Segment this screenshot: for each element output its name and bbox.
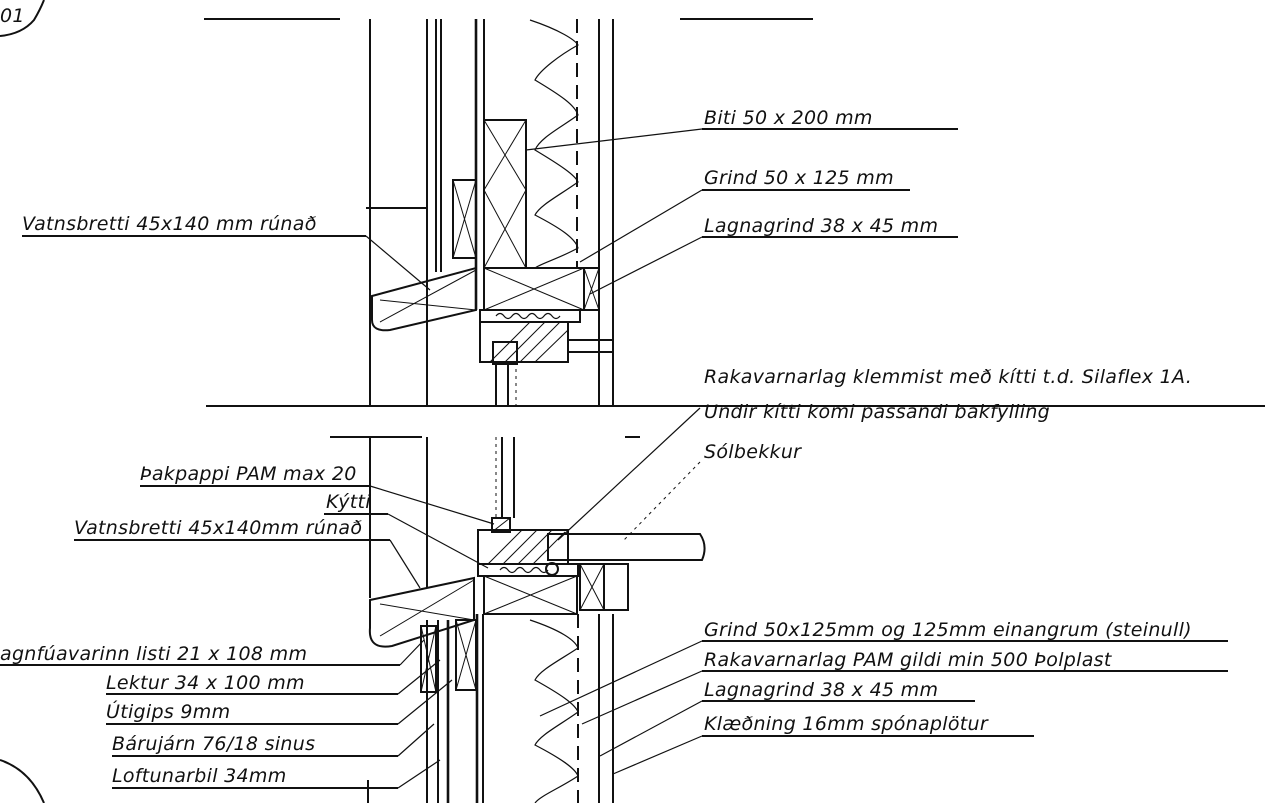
label-lektur: Lektur 34 x 100 mm [106, 672, 305, 694]
label-utigips: Útigips 9mm [106, 699, 230, 723]
label-kytti: Kýtti [326, 491, 371, 513]
label-rakavarnarlag-pam: Rakavarnarlag PAM gildi min 500 Þolplast [704, 649, 1113, 671]
annotation-labels: Biti 50 x 200 mm Grind 50 x 125 mm Lagna… [0, 107, 1192, 787]
label-vatnsbretti-lower: Vatnsbretti 45x140mm rúnað [74, 517, 362, 539]
label-biti: Biti 50 x 200 mm [704, 107, 873, 129]
detail-number: 01 [0, 5, 25, 27]
label-rakavarnarlag-line1: Rakavarnarlag klemmist með kítti t.d. Si… [704, 366, 1192, 388]
leader-lines [0, 128, 1228, 789]
label-barujarn: Bárujárn 76/18 sinus [112, 733, 315, 755]
label-lagnagrind-upper: Lagnagrind 38 x 45 mm [704, 215, 938, 237]
section-bubble-arc [0, 759, 45, 803]
detail-number-bubble: 01 [0, 0, 45, 37]
label-vatnsbretti-upper: Vatnsbretti 45x140 mm rúnað [22, 213, 317, 235]
label-lagnagrind-lower: Lagnagrind 38 x 45 mm [704, 679, 938, 701]
wall-section [204, 18, 1265, 803]
label-grind-upper: Grind 50 x 125 mm [704, 167, 894, 189]
label-rakavarnarlag-line2: Undir kítti komi passandi bakfylling [704, 401, 1050, 423]
label-solbekkur: Sólbekkur [704, 441, 802, 463]
label-thakpappi: Þakpappi PAM max 20 [140, 463, 357, 485]
label-vindfuavarinn: agnfúavarinn listi 21 x 108 mm [0, 643, 307, 665]
label-loftunarbil: Loftunarbil 34mm [112, 765, 287, 787]
label-grind-lower: Grind 50x125mm og 125mm einangrum (stein… [704, 619, 1192, 641]
label-klaedning: Klæðning 16mm spónaplötur [704, 713, 989, 735]
